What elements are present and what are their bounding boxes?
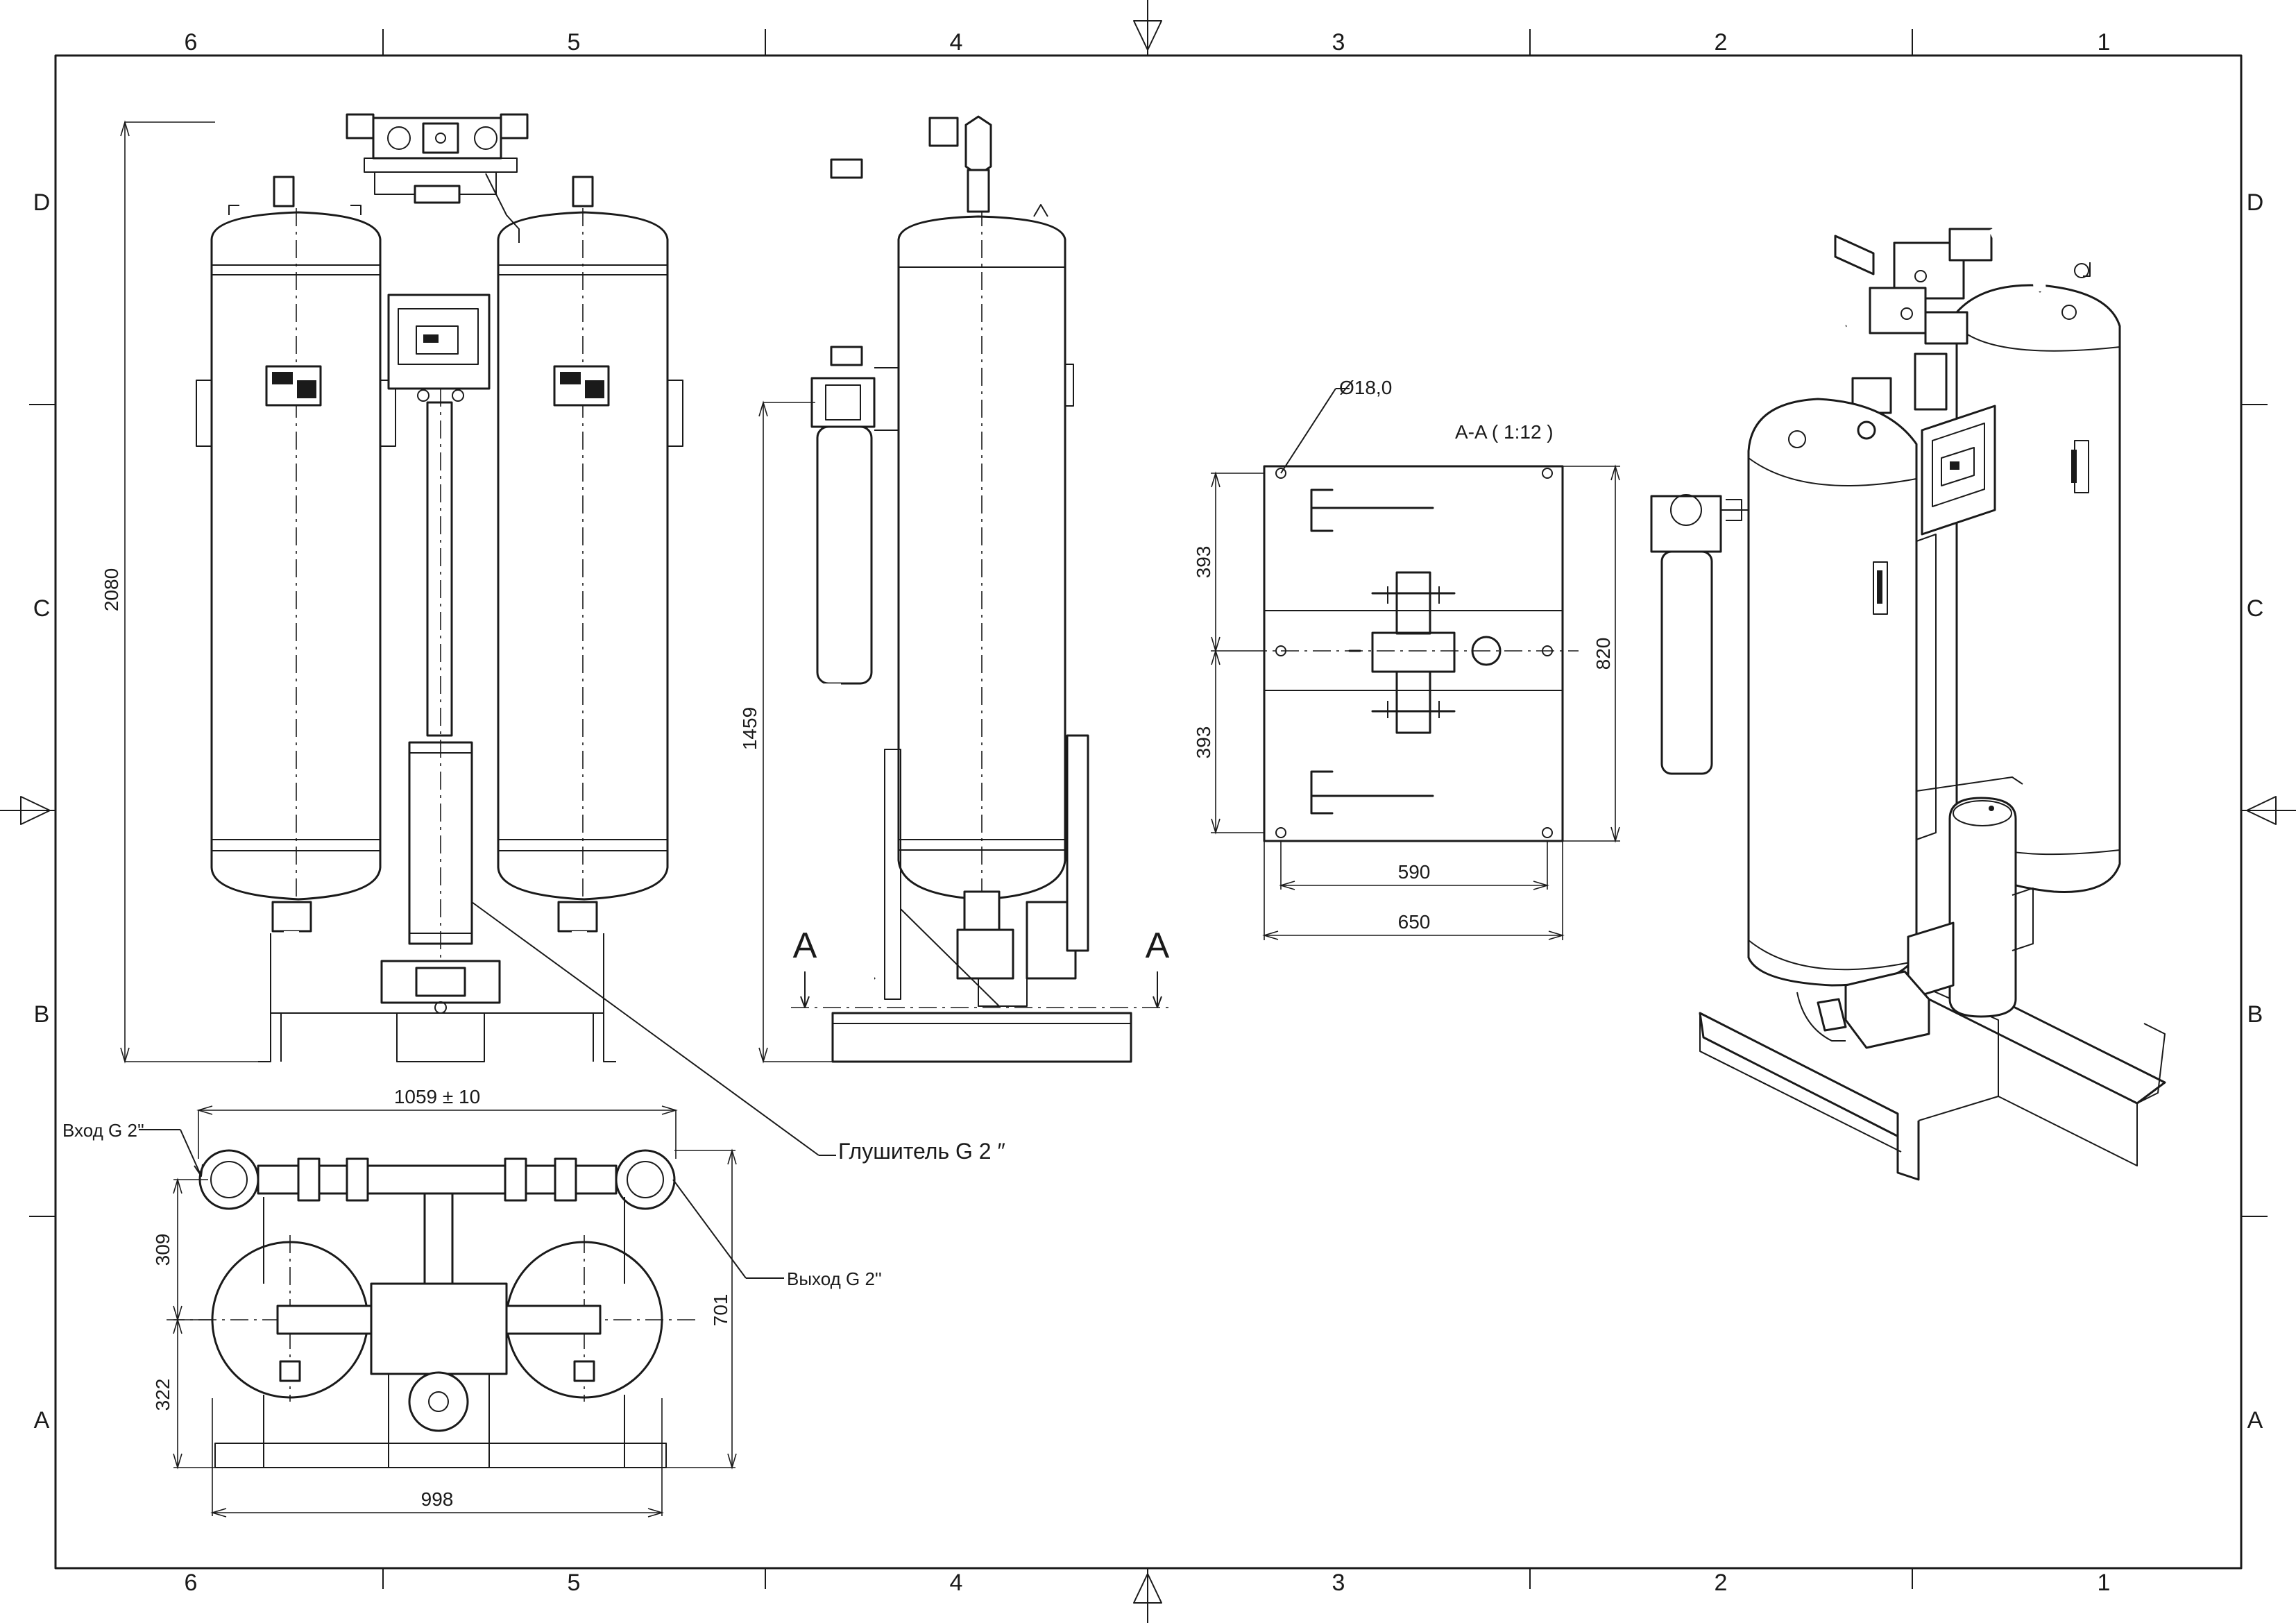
iso-upper-valves — [1813, 225, 2091, 414]
dimension-1459: 1459 — [739, 400, 833, 1064]
section-channels — [1310, 488, 1434, 815]
controller-box — [387, 294, 491, 402]
dim-998-text: 998 — [421, 1488, 454, 1510]
upper-piping — [273, 113, 594, 243]
dim-590-text: 590 — [1398, 861, 1431, 883]
central-column — [408, 389, 473, 971]
side-filter — [810, 367, 899, 987]
col-label-bottom: 5 — [568, 1570, 581, 1596]
dim-393-top-text: 393 — [1193, 546, 1214, 579]
top-view-dimensions: 1059 ± 10 309 322 701 998 — [152, 1086, 737, 1518]
iso-front-tower — [1747, 398, 1918, 987]
col-label-top: 6 — [185, 29, 198, 56]
isometric-view — [1650, 225, 2166, 1181]
dim-309-text: 309 — [152, 1234, 173, 1266]
silencer-label: Глушитель G 2 ″ — [838, 1139, 1005, 1164]
top-view: 1059 ± 10 309 322 701 998 — [62, 1086, 882, 1518]
dim-701-text: 701 — [710, 1294, 731, 1327]
col-label-bottom: 1 — [2098, 1570, 2111, 1596]
col-label-bottom: 3 — [1332, 1570, 1345, 1596]
section-title: A-A ( 1:12 ) — [1455, 421, 1554, 443]
col-label-top: 4 — [950, 29, 963, 56]
col-label-top: 2 — [1715, 29, 1728, 56]
side-tower — [897, 204, 1074, 902]
col-label-bottom: 2 — [1715, 1570, 1728, 1596]
row-label-left: A — [34, 1407, 50, 1434]
row-label-right: A — [2247, 1407, 2263, 1434]
mount-holes — [1275, 468, 1553, 838]
side-bottom-valves — [884, 734, 1089, 1007]
inlet-label: Вход G 2'' — [62, 1120, 144, 1141]
iso-silencer — [1796, 797, 2034, 1049]
hole-dim-text: Ø18,0 — [1339, 377, 1392, 398]
dim-2080-text: 2080 — [101, 568, 122, 611]
row-label-right: C — [2247, 595, 2264, 622]
top-view-manifold — [198, 1149, 676, 1468]
dim-650-text: 650 — [1398, 911, 1431, 933]
section-mark-left: A — [793, 926, 817, 966]
iso-filter — [1650, 494, 1749, 775]
dim-1459-text: 1459 — [739, 707, 760, 750]
top-view-callouts: Вход G 2'' Выход G 2'' — [62, 1120, 882, 1289]
dim-322-text: 322 — [152, 1379, 173, 1411]
lower-piping — [271, 901, 598, 1014]
section-dimensions: Ø18,0 393 393 820 590 — [1193, 377, 1620, 940]
section-view-a-a: A-A ( 1:12 ) — [1193, 377, 1620, 940]
section-mark-right: A — [1146, 926, 1170, 966]
side-base — [791, 1007, 1173, 1063]
front-view: 2080 — [101, 113, 683, 1064]
row-label-left: B — [34, 1001, 50, 1028]
row-label-right: B — [2247, 1001, 2263, 1028]
base-frame — [258, 933, 616, 1062]
row-label-left: D — [33, 189, 51, 216]
dim-393-bottom-text: 393 — [1193, 726, 1214, 759]
side-inlet-pipe — [830, 115, 992, 380]
col-label-top: 5 — [568, 29, 581, 56]
iso-frame — [1916, 534, 2023, 840]
row-label-left: C — [33, 595, 51, 622]
row-label-right: D — [2247, 189, 2264, 216]
left-adsorber-tower — [196, 205, 396, 902]
col-label-bottom: 4 — [950, 1570, 963, 1596]
iso-controller — [1921, 405, 1996, 536]
frame-column-labels: 6 5 4 3 2 1 6 5 4 3 2 1 — [185, 29, 2111, 1596]
outlet-label: Выход G 2'' — [787, 1268, 882, 1289]
silencer-callout: Глушитель G 2 ″ — [471, 901, 1005, 1164]
right-adsorber-tower — [497, 208, 683, 902]
side-view: A A 1459 — [739, 115, 1173, 1064]
section-hatched-beam — [1348, 571, 1502, 734]
dim-820-text: 820 — [1592, 638, 1614, 670]
frame-row-labels: D C B A D C B A — [33, 189, 2264, 1434]
col-label-bottom: 6 — [185, 1570, 198, 1596]
col-label-top: 3 — [1332, 29, 1345, 56]
section-marker-a: A A — [793, 926, 1170, 1008]
dimension-2080: 2080 — [101, 120, 264, 1064]
col-label-top: 1 — [2098, 29, 2111, 56]
dim-1059-text: 1059 ± 10 — [394, 1086, 480, 1107]
